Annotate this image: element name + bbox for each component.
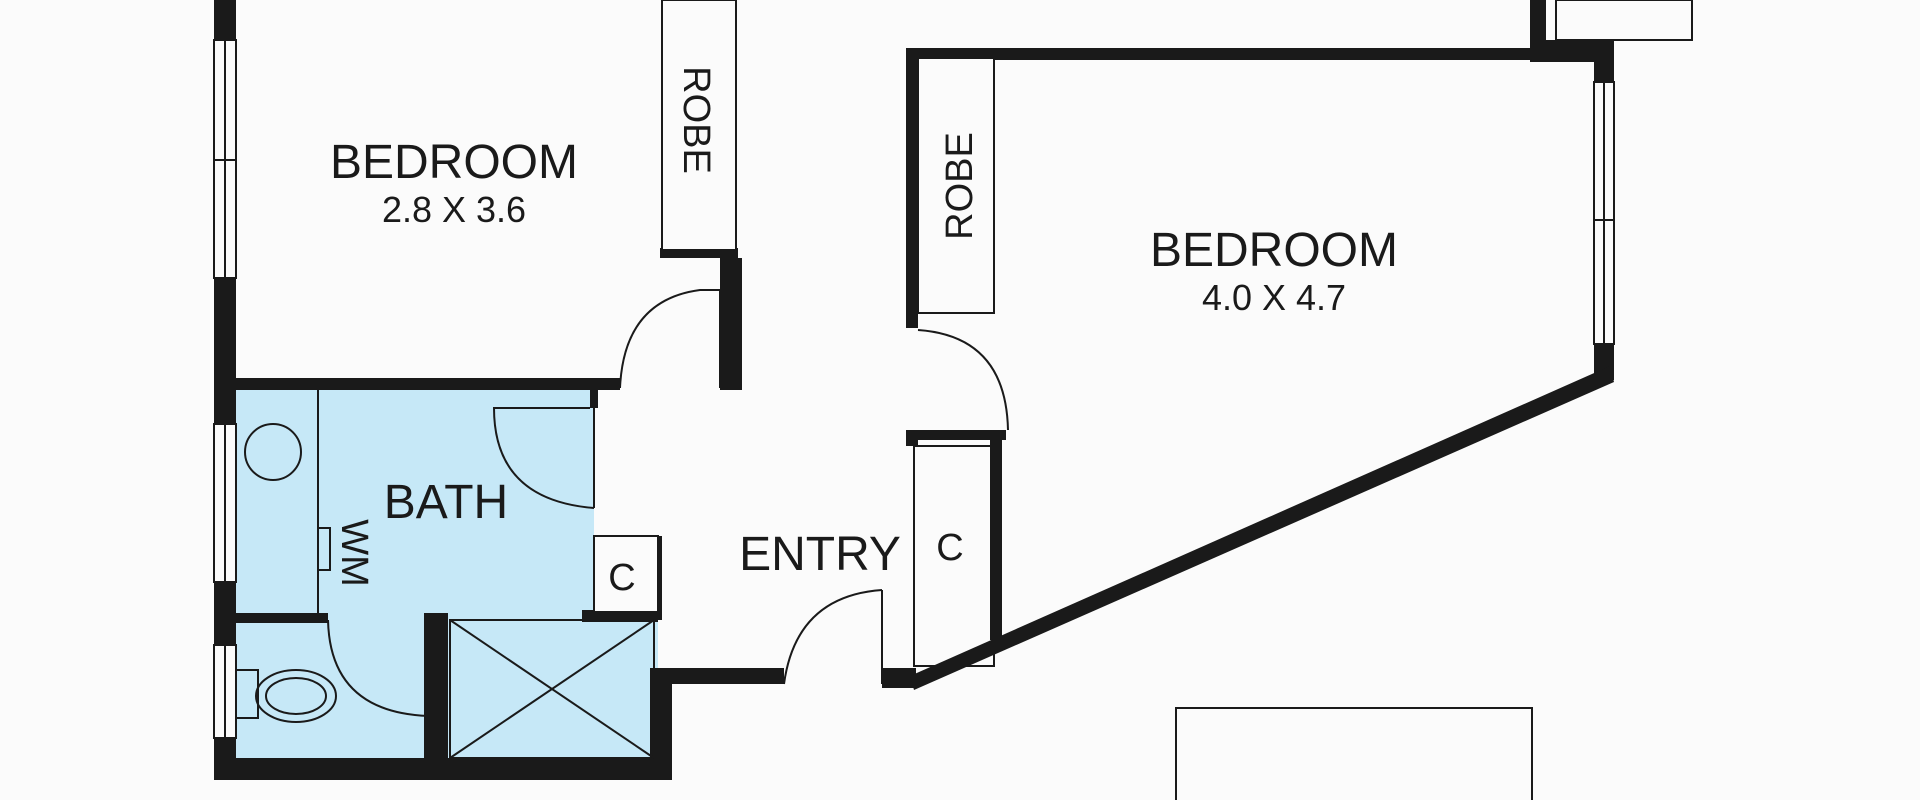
left-windows — [213, 39, 237, 739]
washing-machine-label: WM — [333, 519, 375, 587]
bedroom-2-name: BEDROOM — [1150, 224, 1398, 277]
shower-icon — [449, 619, 655, 759]
robe-label-1: ROBE — [675, 66, 717, 174]
entry-name: ENTRY — [739, 528, 901, 581]
walls — [214, 0, 1614, 780]
wet-area-fill — [236, 390, 658, 760]
robe-bedroom-1 — [661, 0, 737, 251]
bath-fixtures — [244, 390, 595, 613]
robe-label-2: ROBE — [939, 132, 981, 240]
robe-bedroom-2 — [917, 57, 995, 314]
cupboard-bath — [593, 535, 659, 613]
bedroom-2-dimensions: 4.0 X 4.7 — [1202, 277, 1346, 318]
door-swings — [327, 289, 1009, 717]
cupboard-entry — [913, 445, 995, 667]
bedroom-1-dimensions: 2.8 X 3.6 — [382, 189, 526, 230]
toilet-icon — [235, 669, 337, 723]
cupboard-label-entry: C — [936, 527, 963, 569]
bath-name: BATH — [384, 476, 508, 529]
bench-top-right — [1543, 0, 1693, 41]
right-window — [1593, 81, 1615, 345]
cupboard-label-bath: C — [608, 557, 635, 599]
bench-bottom-right — [1175, 707, 1533, 800]
bedroom-1-name: BEDROOM — [330, 136, 578, 189]
